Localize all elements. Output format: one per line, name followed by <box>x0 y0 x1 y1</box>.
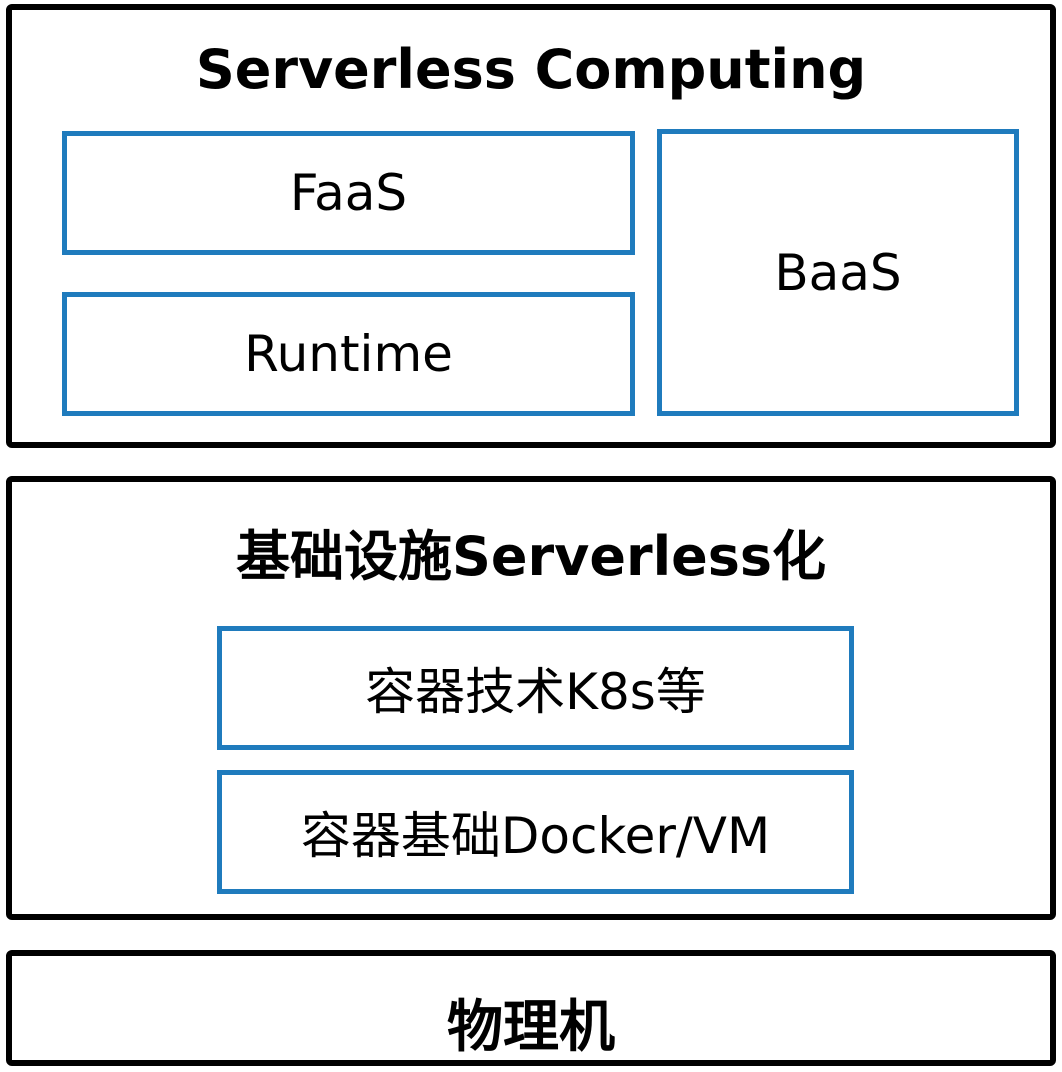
runtime-box: Runtime <box>62 292 635 416</box>
serverless-computing-layer: Serverless Computing FaaS Runtime BaaS <box>6 4 1056 448</box>
infrastructure-title: 基础设施Serverless化 <box>235 525 827 588</box>
serverless-computing-title: Serverless Computing <box>195 38 867 101</box>
physical-machine-title: 物理机 <box>447 995 615 1060</box>
container-k8s-box: 容器技术K8s等 <box>217 626 854 750</box>
faas-box: FaaS <box>62 131 635 255</box>
baas-box: BaaS <box>657 129 1019 416</box>
container-docker-vm-box: 容器基础Docker/VM <box>217 770 854 894</box>
physical-machine-layer: 物理机 <box>6 950 1056 1066</box>
infrastructure-layer: 基础设施Serverless化 容器技术K8s等 容器基础Docker/VM <box>6 476 1056 920</box>
